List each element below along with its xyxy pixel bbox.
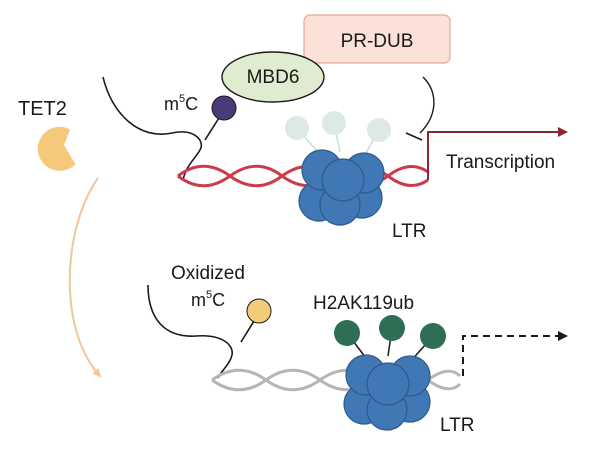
top-nucleosome bbox=[298, 149, 385, 226]
prdub-box bbox=[303, 14, 451, 64]
top-m5c-circle bbox=[211, 95, 237, 121]
top-m5c-label: m5C bbox=[164, 93, 198, 114]
mbd6-ellipse bbox=[221, 51, 325, 103]
top-ltr-label: LTR bbox=[392, 221, 426, 242]
inhibition-bar bbox=[405, 132, 423, 141]
bottom-nucleosome bbox=[343, 354, 431, 431]
bottom-ub-marks bbox=[334, 315, 446, 363]
transcription-arrow bbox=[427, 127, 568, 180]
bottom-m5c-label: m5C bbox=[191, 289, 225, 310]
bottom-m5c-circle bbox=[246, 298, 272, 324]
tet2-pacman-icon bbox=[37, 126, 76, 171]
tet2-label: TET2 bbox=[18, 98, 67, 120]
top-ub-marks bbox=[285, 111, 391, 159]
transcription-label: Transcription bbox=[446, 152, 555, 173]
prdub-inhibition-line bbox=[419, 76, 435, 134]
dashed-transcription-arrow bbox=[462, 331, 568, 376]
bottom-ltr-label: LTR bbox=[440, 415, 474, 436]
top-chromatin-thread bbox=[102, 76, 203, 181]
h2ak119ub-label: H2AK119ub bbox=[313, 293, 414, 314]
prdub-label: PR-DUB bbox=[341, 31, 414, 52]
oxidized-label: Oxidized bbox=[171, 263, 245, 284]
bottom-chromatin-thread bbox=[147, 284, 233, 379]
curved-transition-arrow bbox=[68, 177, 102, 378]
mbd6-label: MBD6 bbox=[247, 67, 300, 88]
